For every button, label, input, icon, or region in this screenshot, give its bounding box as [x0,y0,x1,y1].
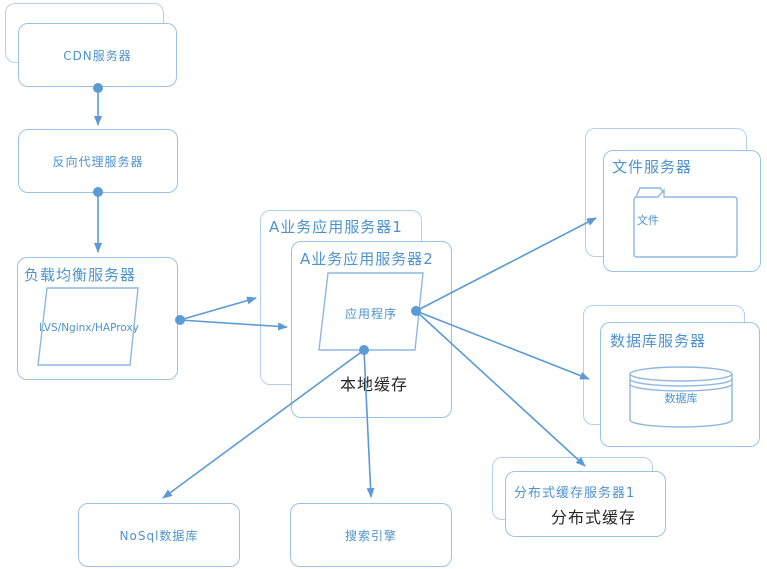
node-reverse-proxy-label: 反向代理服务器 [52,154,144,169]
node-database-server-title: 数据库服务器 [610,332,707,350]
node-nosql-label: NoSql数据库 [119,528,199,543]
edge-load-balancer-to-app-server-1 [179,296,257,321]
distributed-cache-note: 分布式缓存 [551,508,637,527]
node-app-server-2-title: A业务应用服务器2 [300,250,434,268]
file-folder-label: 文件 [637,214,659,227]
node-nosql: NoSql数据库 [78,503,240,567]
node-cdn-label: CDN服务器 [63,48,132,63]
load-balancer-component-label: LVS/Nginx/HAProxy [39,322,139,334]
node-cdn: CDN服务器 [18,23,177,87]
database-cylinder-label: 数据库 [664,392,698,405]
node-file-server-title: 文件服务器 [612,158,693,176]
node-distributed-cache [505,471,666,537]
app-component-label: 应用程序 [344,307,397,321]
local-cache-note: 本地缓存 [340,375,409,394]
node-reverse-proxy: 反向代理服务器 [18,129,178,193]
node-search-engine-label: 搜索引擎 [344,528,397,543]
node-app-server-1-title: A业务应用服务器1 [269,218,403,236]
node-load-balancer-title: 负载均衡服务器 [24,266,137,284]
node-search-engine: 搜索引擎 [290,503,452,567]
node-distributed-cache-title: 分布式缓存服务器1 [514,486,636,501]
